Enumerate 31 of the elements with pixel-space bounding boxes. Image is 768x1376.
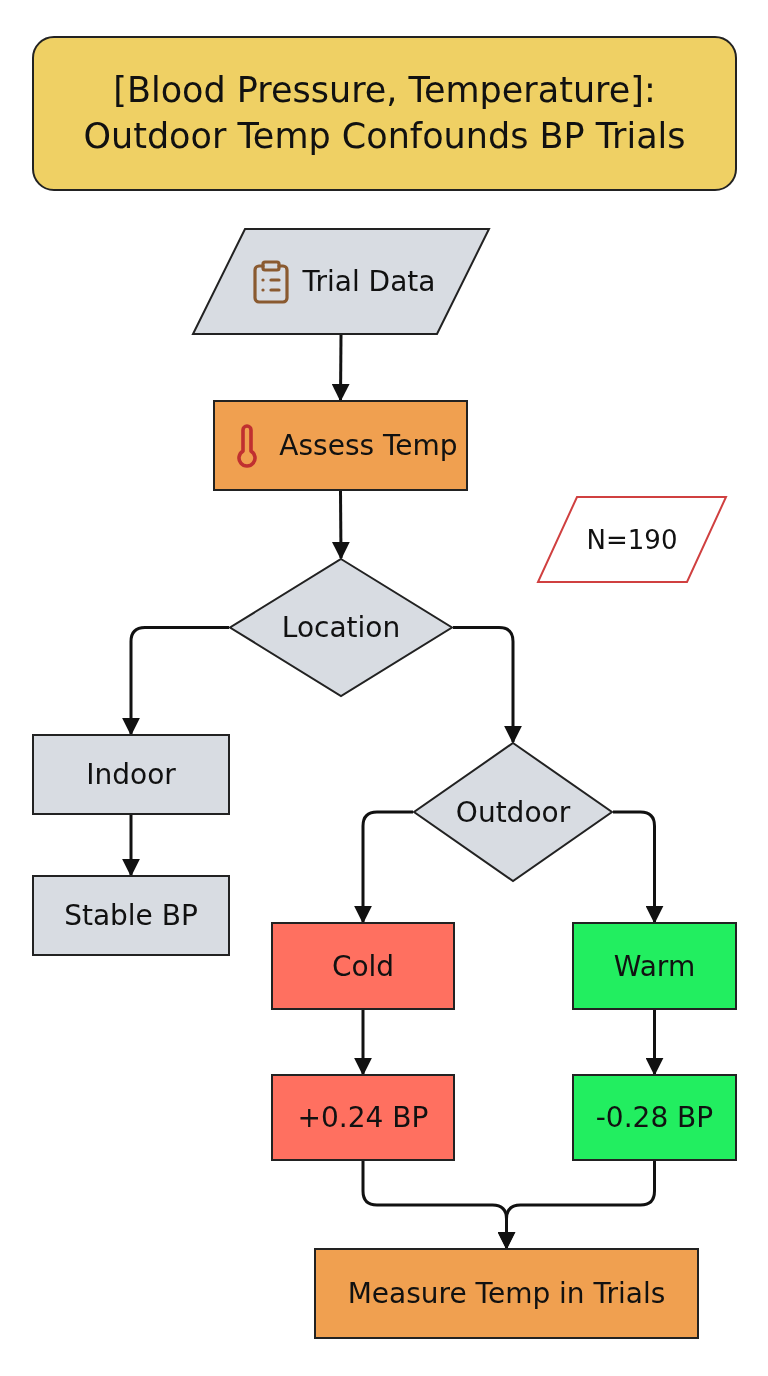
- node-label: Assess Temp: [279, 429, 458, 462]
- arrow: [645, 1010, 664, 1076]
- process-box: [271, 1074, 455, 1161]
- process-box: [572, 922, 737, 1010]
- arrow: [613, 810, 664, 924]
- node-label: Trial Data: [302, 265, 436, 298]
- arrow: [122, 626, 229, 736]
- node-label: Stable BP: [64, 899, 198, 932]
- node-label: Warm: [613, 949, 696, 983]
- node-label: +0.24 BP: [297, 1101, 429, 1134]
- process-box: [213, 400, 468, 491]
- process-box: [314, 1248, 699, 1339]
- node-label: N=190: [586, 524, 678, 555]
- arrow: [354, 810, 413, 924]
- node-label: Measure Temp in Trials: [347, 1277, 666, 1310]
- arrow: [497, 1161, 656, 1250]
- arrow: [331, 335, 350, 402]
- title-banner: [Blood Pressure, Temperature]: Outdoor Temp Confounds BP Trials: [32, 36, 737, 191]
- process-box: [271, 922, 455, 1010]
- node-label: Outdoor: [455, 795, 571, 829]
- arrow: [331, 491, 350, 560]
- process-box: [32, 875, 230, 956]
- process-box: [572, 1074, 737, 1161]
- process-box: [32, 734, 230, 815]
- arrow: [453, 626, 522, 744]
- node-label: Indoor: [86, 758, 176, 791]
- node-label: Cold: [331, 949, 395, 983]
- node-label: -0.28 BP: [595, 1101, 714, 1134]
- arrow: [122, 815, 140, 877]
- node-label: Location: [281, 611, 401, 644]
- arrow: [354, 1010, 372, 1076]
